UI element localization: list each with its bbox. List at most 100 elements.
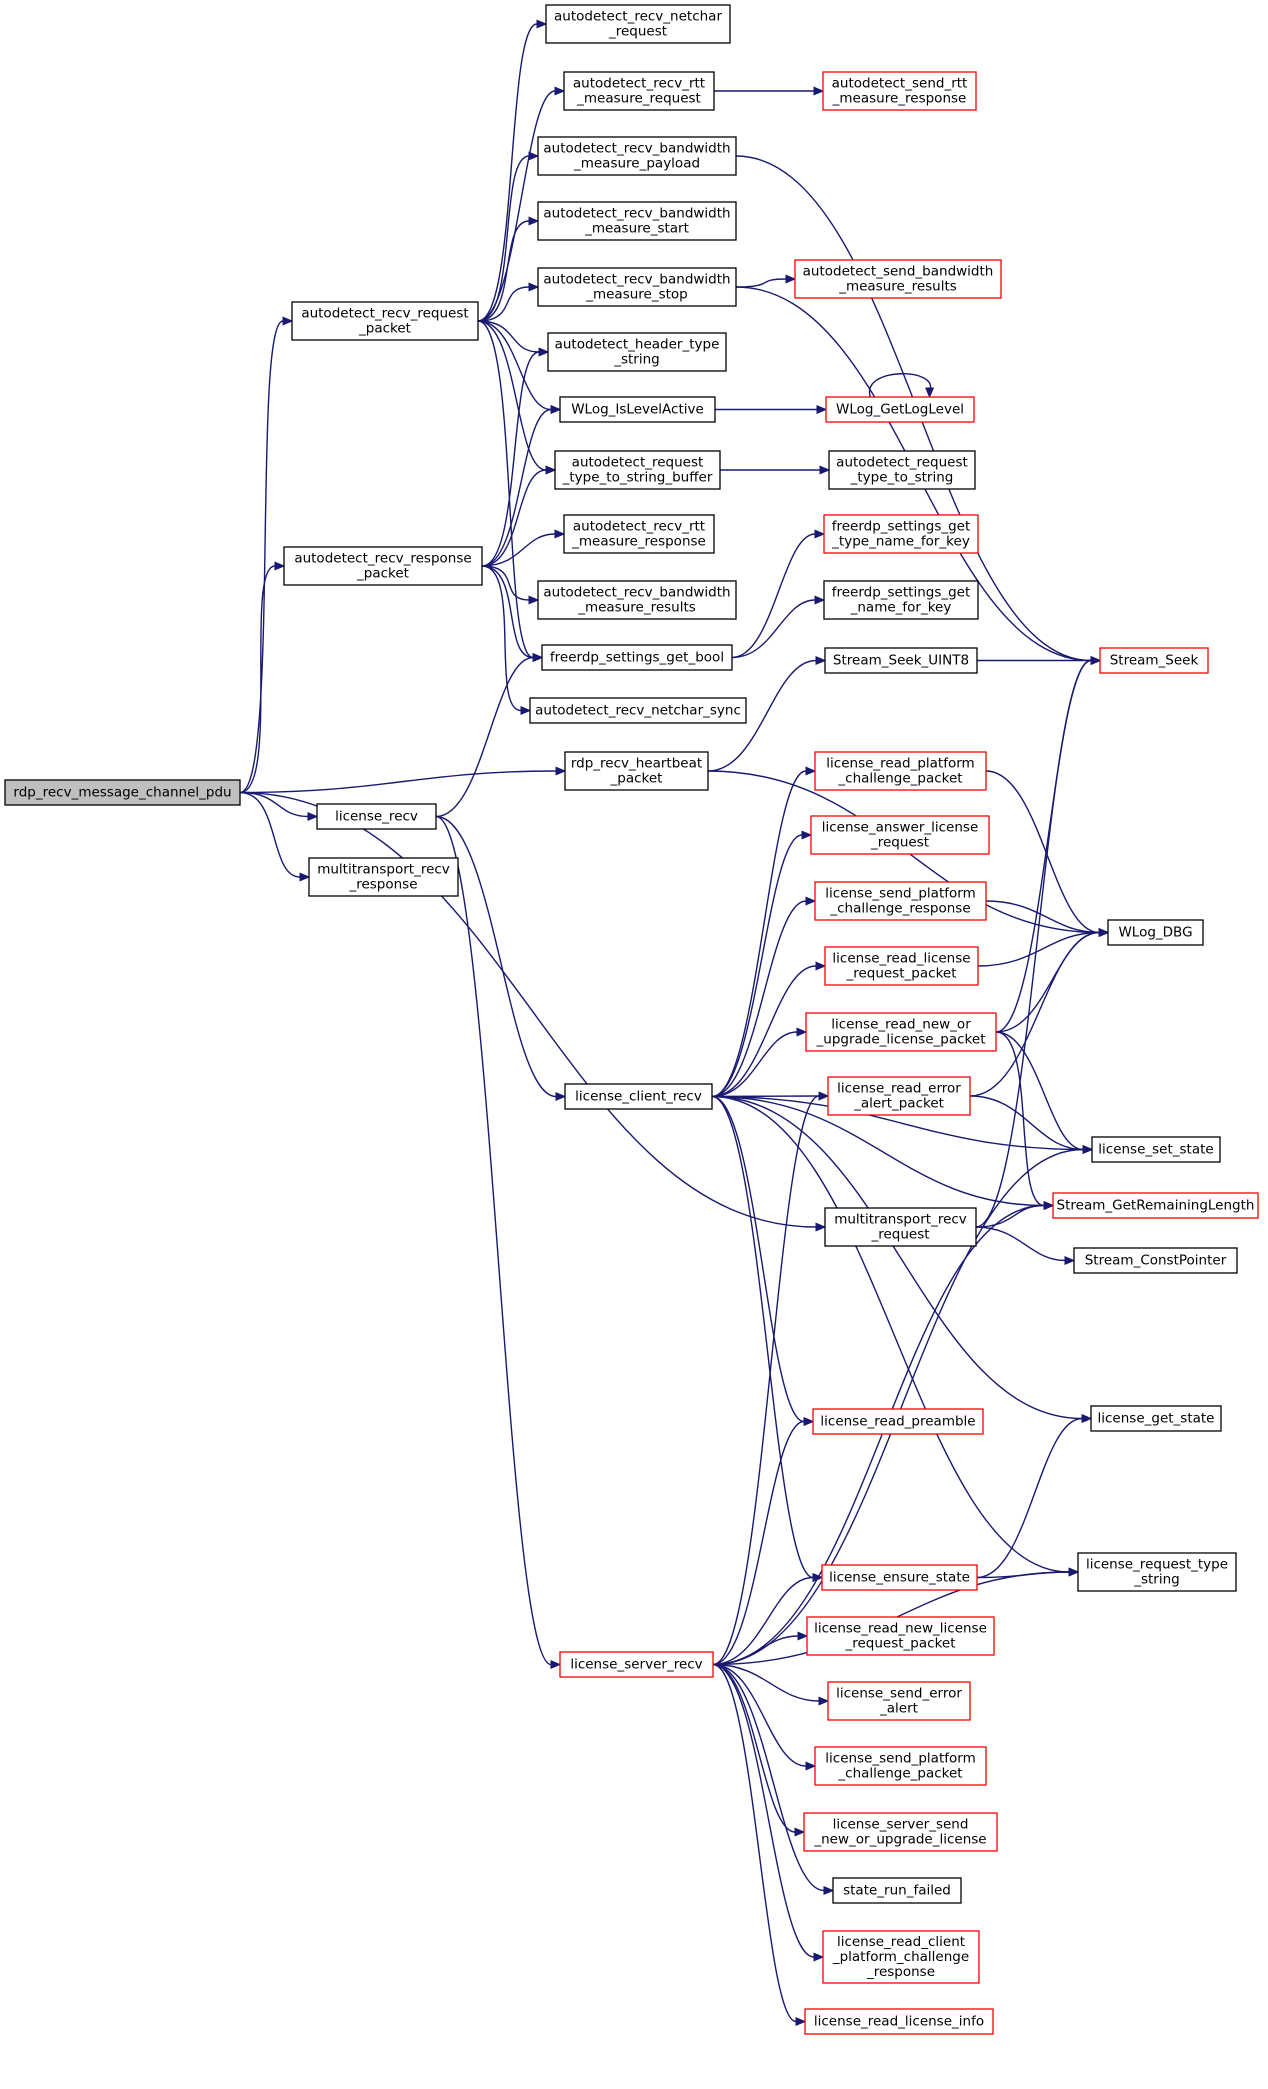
node-mt-resp[interactable]: multitransport_recv_response (308, 857, 459, 897)
node-l-server-send[interactable]: license_server_send_new_or_upgrade_licen… (803, 1812, 998, 1852)
node-send-rtt-resp[interactable]: autodetect_send_rtt_measure_response (822, 71, 977, 111)
node-root[interactable]: rdp_recv_message_channel_pdu (4, 779, 241, 806)
node-label-line: WLog_DBG (1118, 925, 1192, 941)
node-label-line: license_read_new_or (831, 1017, 971, 1033)
node-label-line: multitransport_recv (317, 862, 450, 878)
node-l-get-state[interactable]: license_get_state (1090, 1405, 1222, 1432)
node-settings-bool[interactable]: freerdp_settings_get_bool (541, 644, 733, 671)
node-lr-platform-chal[interactable]: license_read_platform_challenge_packet (814, 751, 987, 791)
node-box (814, 751, 987, 791)
node-stream-seek[interactable]: Stream_Seek (1099, 647, 1209, 674)
node-l-set-state[interactable]: license_set_state (1091, 1136, 1221, 1163)
edge-lr_error-to-wlog_dbg (969, 927, 1110, 1097)
node-box (547, 332, 727, 372)
node-box (554, 450, 721, 490)
node-seek-uint8[interactable]: Stream_Seek_UINT8 (824, 647, 978, 674)
edge-lic_client-to-l_get_state (711, 1095, 1093, 1424)
node-lr-client-plat[interactable]: license_read_client_platform_challenge_r… (822, 1930, 980, 1984)
node-label-line: rdp_recv_heartbeat (571, 756, 702, 772)
node-settings-name[interactable]: freerdp_settings_get_name_for_key (823, 580, 979, 620)
node-lr-new-upgrade[interactable]: license_read_new_or_upgrade_license_pack… (805, 1012, 997, 1052)
node-box (803, 1812, 998, 1852)
node-lr-error[interactable]: license_read_error_alert_packet (827, 1076, 971, 1116)
node-lr-preamble[interactable]: license_read_preamble (812, 1408, 984, 1435)
node-adr-resp[interactable]: autodetect_recv_response_packet (283, 546, 483, 586)
node-box (828, 450, 976, 490)
node-netchar-sync[interactable]: autodetect_recv_netchar_sync (529, 697, 747, 724)
node-box (529, 697, 747, 724)
node-label-line: license_send_error (836, 1686, 962, 1702)
node-l-req-type-str[interactable]: license_request_type_string (1077, 1552, 1237, 1592)
node-adr-req[interactable]: autodetect_recv_request_packet (291, 301, 479, 341)
node-box (1107, 919, 1204, 946)
node-box (537, 580, 737, 620)
node-wlog-dbg[interactable]: WLog_DBG (1107, 919, 1204, 946)
node-stream-constptr[interactable]: Stream_ConstPointer (1073, 1247, 1238, 1274)
node-label-line: license_get_state (1098, 1411, 1215, 1427)
node-l-send-plat-chal[interactable]: license_send_platform_challenge_packet (814, 1746, 987, 1786)
node-bw-payload[interactable]: autodetect_recv_bandwidth_measure_payloa… (537, 136, 737, 176)
edge-lic_server-to-l_ensure (712, 1572, 824, 1666)
node-l-ensure[interactable]: license_ensure_state (821, 1564, 978, 1591)
node-label-line: license_client_recv (575, 1089, 702, 1105)
edge-adr_resp-to-req_type_buf (481, 465, 557, 567)
node-stream-remaining[interactable]: Stream_GetRemainingLength (1052, 1192, 1259, 1219)
node-req-type-str[interactable]: autodetect_request_type_to_string (828, 450, 976, 490)
node-req-type-buf[interactable]: autodetect_request_type_to_string_buffer (554, 450, 721, 490)
node-settings-type[interactable]: freerdp_settings_get_type_name_for_key (823, 514, 979, 554)
node-label-line: autodetect_recv_bandwidth (543, 206, 730, 222)
node-l-send-plat-resp[interactable]: license_send_platform_challenge_response (814, 881, 987, 921)
node-box (559, 396, 716, 423)
node-box (814, 881, 987, 921)
node-bw-start[interactable]: autodetect_recv_bandwidth_measure_start (537, 201, 737, 241)
node-label-line: autodetect_recv_netchar_sync (535, 703, 741, 719)
node-box (805, 1012, 997, 1052)
node-wlog-active[interactable]: WLog_IsLevelActive (559, 396, 716, 423)
node-netchar-req[interactable]: autodetect_recv_netchar_request (545, 4, 731, 44)
node-bw-stop[interactable]: autodetect_recv_bandwidth_measure_stop (537, 267, 737, 307)
edge-root-to-adr_req (239, 316, 294, 794)
node-lr-new-lic-req[interactable]: license_read_new_license_request_packet (806, 1616, 995, 1656)
node-label-line: autodetect_recv_bandwidth (543, 585, 730, 601)
edge-adr_req-to-rtt_req (477, 86, 566, 322)
node-wlog-getlevel[interactable]: WLog_GetLogLevel (825, 396, 975, 423)
node-box (283, 546, 483, 586)
node-label-line: autodetect_recv_netchar (554, 9, 722, 25)
node-lr-lic-req[interactable]: license_read_license_request_packet (824, 946, 979, 986)
node-box (1090, 1405, 1222, 1432)
node-label-line: autodetect_send_rtt (832, 76, 968, 92)
node-hdr-type[interactable]: autodetect_header_type_string (547, 332, 727, 372)
node-lic-recv[interactable]: license_recv (316, 803, 437, 830)
edge-lic_client-to-lr_platform_chal (711, 766, 817, 1098)
node-heartbeat[interactable]: rdp_recv_heartbeat_packet (564, 751, 709, 791)
node-send-bw-results[interactable]: autodetect_send_bandwidth_measure_result… (794, 259, 1002, 299)
node-box (537, 201, 737, 241)
node-lic-server[interactable]: license_server_recv (559, 1651, 714, 1678)
node-l-send-error[interactable]: license_send_error_alert (827, 1681, 971, 1721)
node-lr-lic-info[interactable]: license_read_license_info (804, 2008, 994, 2035)
node-label-line: license_answer_license (822, 820, 979, 836)
node-label-line: _measure_results (838, 279, 957, 295)
edge-adr_resp-to-wlog_active (481, 404, 562, 567)
node-label-line: autodetect_send_bandwidth (803, 264, 994, 280)
node-box (814, 1746, 987, 1786)
node-lic-client[interactable]: license_client_recv (564, 1083, 713, 1110)
node-rtt-req[interactable]: autodetect_recv_rtt_measure_request (563, 71, 715, 111)
edge-lic_client-to-l_send_plat_resp (711, 896, 817, 1098)
node-box (821, 1564, 978, 1591)
edge-mt_req-to-stream_constptr (975, 1226, 1076, 1266)
edge-adr_req-to-hdr_type (477, 320, 550, 357)
node-state-failed[interactable]: state_run_failed (832, 1877, 962, 1904)
node-box (1091, 1136, 1221, 1163)
edge-lic_client-to-lr_lic_req (711, 961, 827, 1098)
node-box (827, 1076, 971, 1116)
node-bw-results[interactable]: autodetect_recv_bandwidth_measure_result… (537, 580, 737, 620)
node-label-line: WLog_GetLogLevel (836, 402, 964, 418)
node-rtt-resp[interactable]: autodetect_recv_rtt_measure_response (563, 514, 715, 554)
node-l-answer[interactable]: license_answer_license_request (810, 815, 990, 855)
edge-mt_req-to-stream_seek (975, 655, 1102, 1228)
node-mt-req[interactable]: multitransport_recv_request (824, 1207, 977, 1247)
edge-rtt_req-to-send_rtt_resp (714, 86, 825, 96)
edge-wlog_active-to-wlog_getlevel (714, 404, 828, 415)
